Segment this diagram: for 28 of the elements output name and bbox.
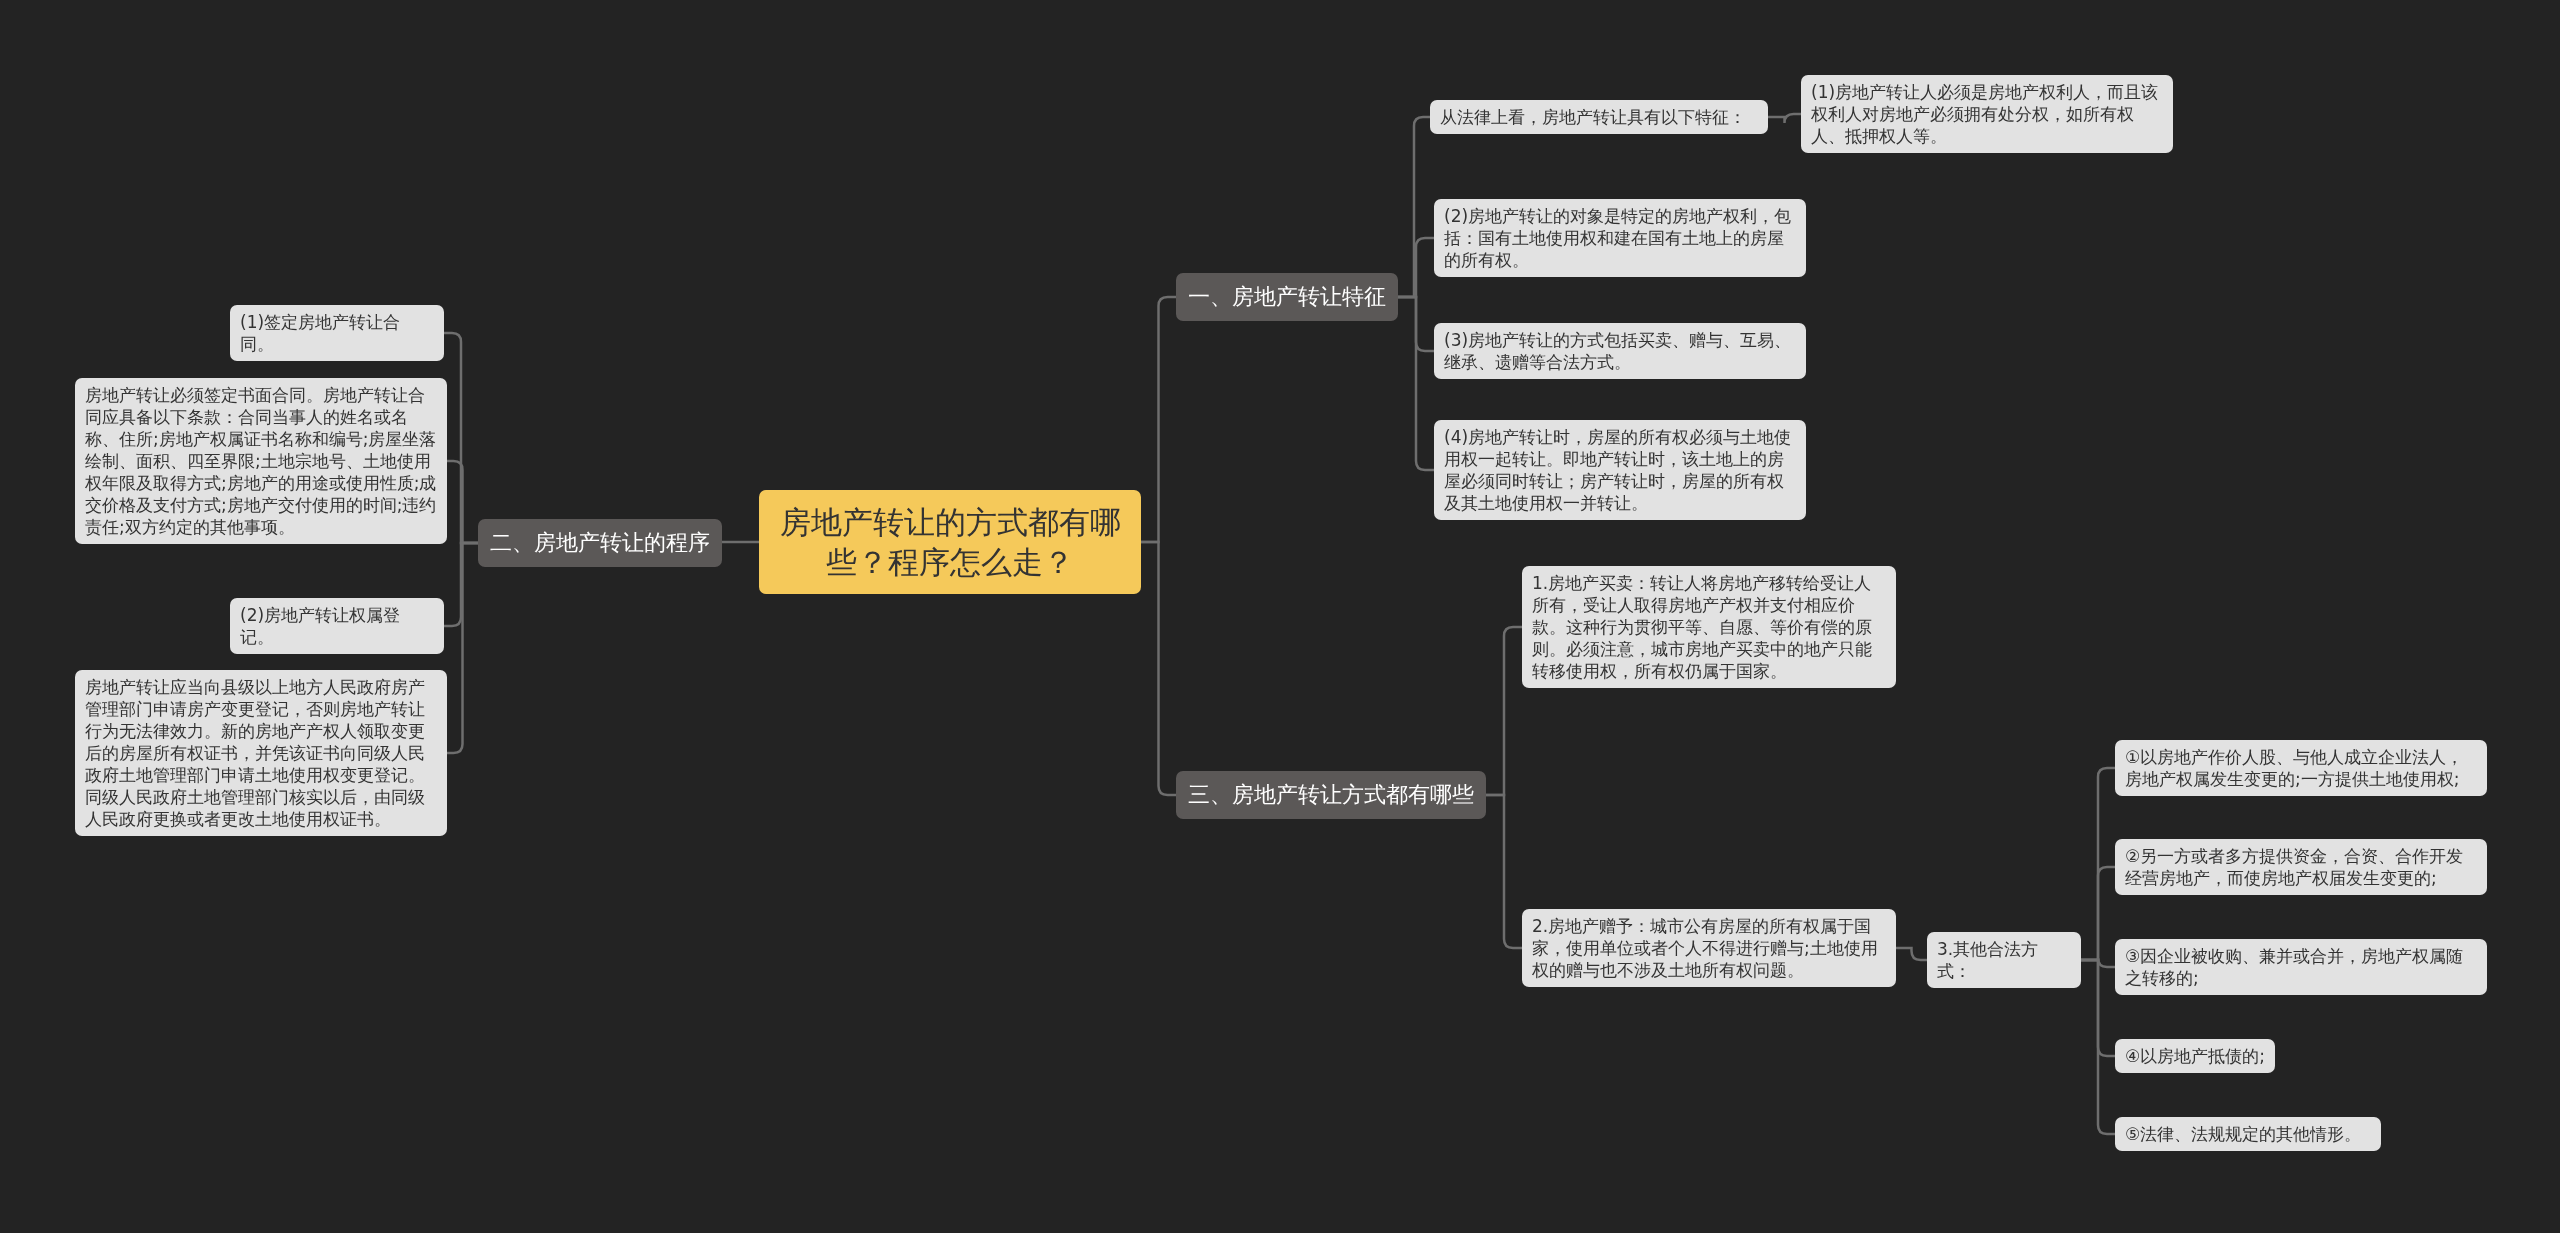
branch-box: 一、房地产转让特征 (1176, 273, 1398, 321)
connector-line (2081, 958, 2115, 1136)
text-box: (1)签定房地产转让合同。 (230, 305, 444, 361)
text-box: 从法律上看，房地产转让具有以下特征： (1430, 100, 1768, 134)
text-box: (1)房地产转让人必须是房地产权利人，而且该权利人对房地产必须拥有处分权，如所有权人、抵押权人等。 (1801, 75, 2173, 153)
branch-box: 三、房地产转让方式都有哪些 (1176, 771, 1486, 819)
text-box: ①以房地产作价人股、与他人成立企业法人，房地产权属发生变更的;一方提供土地使用权; (2115, 740, 2487, 796)
connector-line (1398, 295, 1434, 472)
text-box: ②另一方或者多方提供资金，合资、合作开发经营房地产，而使房地产权届发生变更的; (2115, 839, 2487, 895)
text-box: (2)房地产转让权属登记。 (230, 598, 444, 654)
connector-line (722, 540, 759, 544)
connector-line (1141, 540, 1176, 797)
text-box: 房地产转让应当向县级以上地方人民政府房产管理部门申请房产变更登记，否则房地产转让行为无法律效力。新的房地产产权人领取变更后的房屋所有权证书，并凭该证书向同级人民政府土地管理部门申请土地使用权变更登记。同级人民政府土地管理部门核实以后，由同级人民政府更换或者更改土地使用权证书。 (75, 670, 447, 836)
text-box: ④以房地产抵债的; (2115, 1039, 2275, 1073)
text-box: 1.房地产买卖：转让人将房地产移转给受让人所有，受让人取得房地产产权并支付相应价款。这种行为贯彻平等、自愿、等价有偿的原则。必须注意，城市房地产买卖中的地产只能转移使用权，所有权仍属于国家。 (1522, 566, 1896, 688)
text-box: (2)房地产转让的对象是特定的房地产权利，包括：国有土地使用权和建在国有土地上的房屋的所有权。 (1434, 199, 1806, 277)
text-box: (3)房地产转让的方式包括买卖、赠与、互易、继承、遗赠等合法方式。 (1434, 323, 1806, 379)
connector-line (1896, 946, 1927, 962)
branch-box: 二、房地产转让的程序 (478, 519, 722, 567)
connector-line (1768, 112, 1801, 125)
text-box: ③因企业被收购、兼并或合并，房地产权属随之转移的; (2115, 939, 2487, 995)
text-box: ⑤法律、法规规定的其他情形。 (2115, 1117, 2381, 1151)
text-box: 3.其他合法方式： (1927, 932, 2081, 988)
text-box: 房地产转让必须签定书面合同。房地产转让合同应具备以下条款：合同当事人的姓名或名称、住所;房地产权属证书名称和编号;房屋坐落绘制、面积、四至界限;土地宗地号、土地使用权年限及取得方式;房地产的用途或使用性质;成交价格及支付方式;房地产交付使用的时间;违约责任;双方约定的其他事项。 (75, 378, 447, 544)
text-box: 2.房地产赠予：城市公有房屋的所有权属于国家，使用单位或者个人不得进行赠与;土地使用权的赠与也不涉及土地所有权问题。 (1522, 909, 1896, 987)
connector-line (1486, 793, 1522, 950)
text-box: (4)房地产转让时，房屋的所有权必须与土地使用权一起转让。即地产转让时，该土地上的房屋必须同时转让；房产转让时，房屋的所有权及其土地使用权一并转让。 (1434, 420, 1806, 520)
topic-box: 房地产转让的方式都有哪些？程序怎么走？ (759, 490, 1141, 594)
